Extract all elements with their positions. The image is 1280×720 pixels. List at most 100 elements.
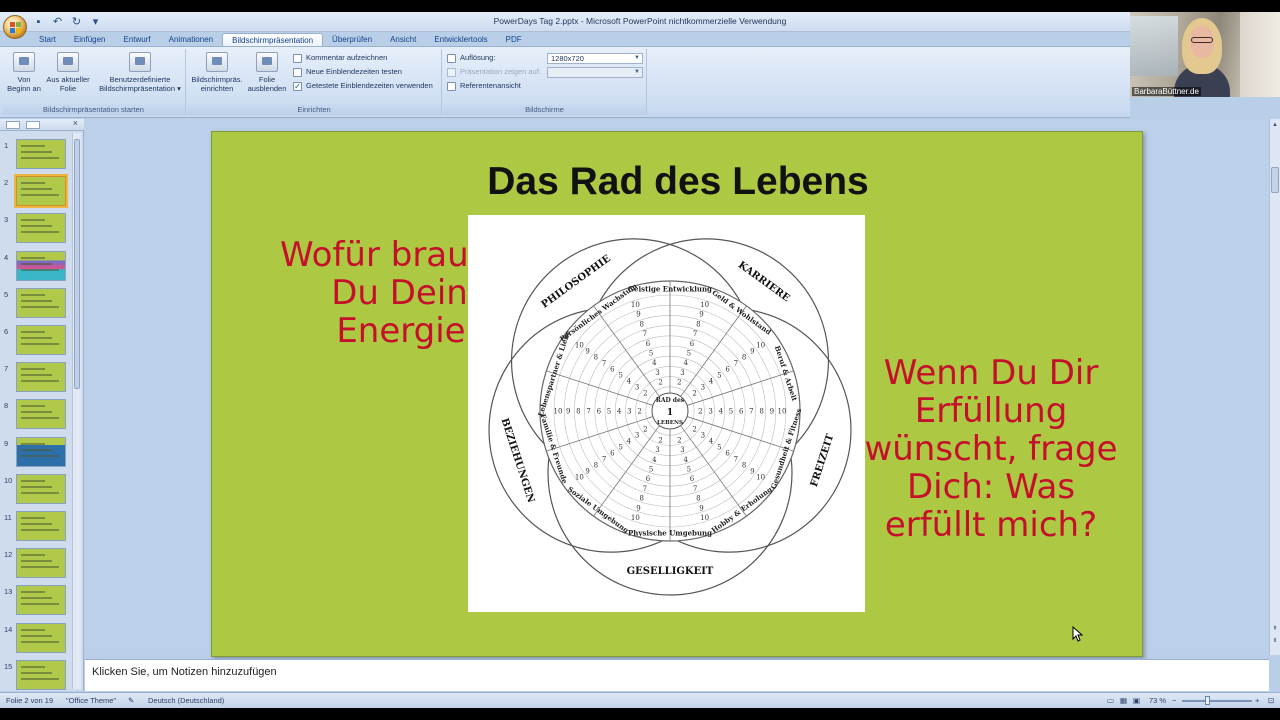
tab-4[interactable]: Bildschirmpräsentation (222, 33, 324, 47)
slide-thumbnail-row[interactable]: 13 (0, 585, 72, 619)
slide-thumbnail-row[interactable]: 6 (0, 325, 72, 359)
resolution-select[interactable]: 1280x720 ▼ (547, 53, 643, 64)
ribbon-tabs: Start Einfügen Entwurf Animationen Bildschir… (30, 32, 531, 47)
notes-pane[interactable]: Klicken Sie, um Notizen hinzuzufügen (85, 659, 1269, 691)
slide-thumbnail[interactable] (16, 213, 66, 244)
wheel-scale-number: 2 (643, 390, 647, 398)
zoom-out-icon[interactable]: − (1172, 696, 1177, 705)
slide-thumbnail-row[interactable]: 5 (0, 287, 72, 322)
zoom-slider[interactable] (1182, 700, 1252, 702)
zoom-slider-knob[interactable] (1205, 696, 1210, 705)
redo-icon[interactable]: ↻ (71, 15, 82, 28)
wheel-scale-number: 2 (677, 379, 681, 387)
slide-thumbnail[interactable] (16, 473, 66, 504)
slides-tab[interactable] (6, 121, 20, 129)
customize-qat-icon[interactable]: ▾ (92, 15, 99, 28)
wheel-scale-number: 3 (635, 431, 639, 439)
wheel-scale-number: 8 (594, 354, 598, 362)
tab-5[interactable]: Überprüfen (332, 35, 373, 44)
wheel-scale-number: 8 (594, 461, 598, 469)
presenter-view-checkbox[interactable]: Referentenansicht (447, 80, 521, 92)
slide-number: 11 (4, 513, 12, 522)
outline-tab[interactable] (26, 121, 40, 129)
slide-thumbnail-row[interactable]: 9 (0, 436, 72, 471)
slide-thumbnail-row[interactable]: 8 (0, 399, 72, 433)
slide-thumbnail[interactable] (16, 362, 66, 393)
next-slide-icon[interactable]: ⇟ (1272, 638, 1278, 644)
slide-thumbnail[interactable] (16, 659, 66, 690)
zoom-level[interactable]: 73 % (1149, 696, 1167, 705)
spellcheck-icon[interactable]: ✎ (128, 696, 135, 705)
tab-7[interactable]: Entwicklertools (434, 35, 488, 44)
main-scrollbar[interactable]: ▲ ⇞ ⇟ (1269, 119, 1280, 655)
setup-icon (206, 52, 228, 72)
rehearse-timings-button[interactable]: Neue Einblendezeiten testen (293, 66, 402, 78)
slide-thumbnail-row[interactable]: 7 (0, 362, 72, 396)
slide-thumbnail[interactable] (16, 511, 66, 541)
thumbnail-text-line (21, 337, 52, 339)
show-on-select[interactable]: ▼ (547, 67, 643, 78)
language-indicator[interactable]: Deutsch (Deutschland) (148, 696, 225, 705)
right-question-text[interactable]: Wenn Du Dir Erfüllung wünscht, frage Dic… (864, 353, 1118, 545)
slide-thumbnail-row[interactable]: 4 (0, 250, 72, 285)
sorter-view-icon[interactable]: ▦ (1120, 696, 1128, 705)
normal-view-icon[interactable]: ▭ (1107, 696, 1115, 705)
panel-scrollbar[interactable] (72, 133, 81, 689)
slide-thumbnail-row[interactable]: 10 (0, 473, 72, 508)
record-narration-button[interactable]: Kommentar aufzeichnen (293, 52, 387, 64)
slide-thumbnail-row[interactable]: 14 (0, 622, 72, 657)
slide-thumbnail[interactable] (16, 436, 66, 467)
fit-to-window-icon[interactable]: ⊡ (1268, 696, 1275, 705)
current-slide[interactable]: Das Rad des Lebens Wofür brauchst Du Dei… (211, 131, 1143, 657)
thumbnail-text-line (21, 517, 45, 519)
setup-slideshow-button[interactable]: Bildschirmpräs. einrichten (189, 52, 245, 93)
thumbnail-text-line (21, 671, 52, 674)
custom-slideshow-button[interactable]: Benutzerdefinierte Bildschirmpräsentatio… (96, 52, 184, 93)
slide-thumbnail[interactable] (16, 548, 66, 579)
slide-thumbnail[interactable] (16, 139, 66, 169)
slide-thumbnail-row[interactable]: 3 (0, 213, 72, 247)
zoom-in-icon[interactable]: + (1255, 696, 1260, 705)
slide-thumbnail[interactable] (16, 622, 66, 653)
tab-2[interactable]: Entwurf (123, 35, 151, 44)
thumbnail-text-line (21, 405, 45, 408)
tab-8[interactable]: PDF (505, 35, 522, 44)
thumbnail-text-line (21, 194, 59, 197)
panel-scroll-thumb[interactable] (74, 139, 80, 389)
wheel-scale-number: 9 (699, 504, 703, 512)
slide-title[interactable]: Das Rad des Lebens (487, 160, 869, 203)
tab-1[interactable]: Einfügen (73, 35, 106, 44)
slide-thumbnail-row[interactable]: 11 (0, 511, 72, 545)
wheel-scale-number: 3 (627, 408, 631, 416)
scroll-up-icon[interactable]: ▲ (1272, 122, 1278, 128)
undo-icon[interactable]: ↶ (52, 15, 63, 28)
slide-thumbnail[interactable] (16, 287, 66, 318)
tab-3[interactable]: Animationen (168, 35, 214, 44)
slide-thumbnail[interactable] (16, 250, 66, 281)
tab-0[interactable]: Start (39, 35, 56, 44)
ribbon: Von Beginn an Aus aktueller Folie Benutz… (0, 46, 1130, 118)
slide-thumbnail[interactable] (16, 585, 66, 616)
prev-slide-icon[interactable]: ⇞ (1272, 626, 1278, 632)
slide-thumbnail-row[interactable]: 1 (0, 139, 72, 173)
slide-thumbnail[interactable] (16, 399, 66, 430)
slide-thumbnail-row[interactable]: 2 (0, 174, 72, 210)
save-icon[interactable]: ▪ (36, 15, 41, 28)
close-icon[interactable]: × (72, 118, 78, 128)
office-button[interactable] (3, 15, 27, 39)
main-scroll-thumb[interactable] (1271, 167, 1279, 193)
slideshow-view-icon[interactable]: ▣ (1133, 696, 1141, 705)
slide-number: 8 (4, 401, 9, 411)
thumbnail-text-line (21, 374, 52, 377)
slide-thumbnail-row[interactable]: 12 (0, 548, 72, 582)
slide-thumbnail-row[interactable]: 15 (0, 659, 72, 691)
wheel-scale-number: 7 (602, 360, 606, 368)
slide-thumbnail[interactable] (16, 325, 66, 355)
slide-thumbnail[interactable] (14, 174, 68, 209)
hide-slide-button[interactable]: Folie ausblenden (245, 52, 289, 93)
use-timings-checkbox[interactable]: ✓ Getestete Einblendezeiten verwenden (293, 80, 433, 92)
tab-6[interactable]: Ansicht (390, 35, 417, 44)
from-beginning-button[interactable]: Von Beginn an (4, 52, 44, 93)
from-current-button[interactable]: Aus aktueller Folie (42, 52, 94, 93)
